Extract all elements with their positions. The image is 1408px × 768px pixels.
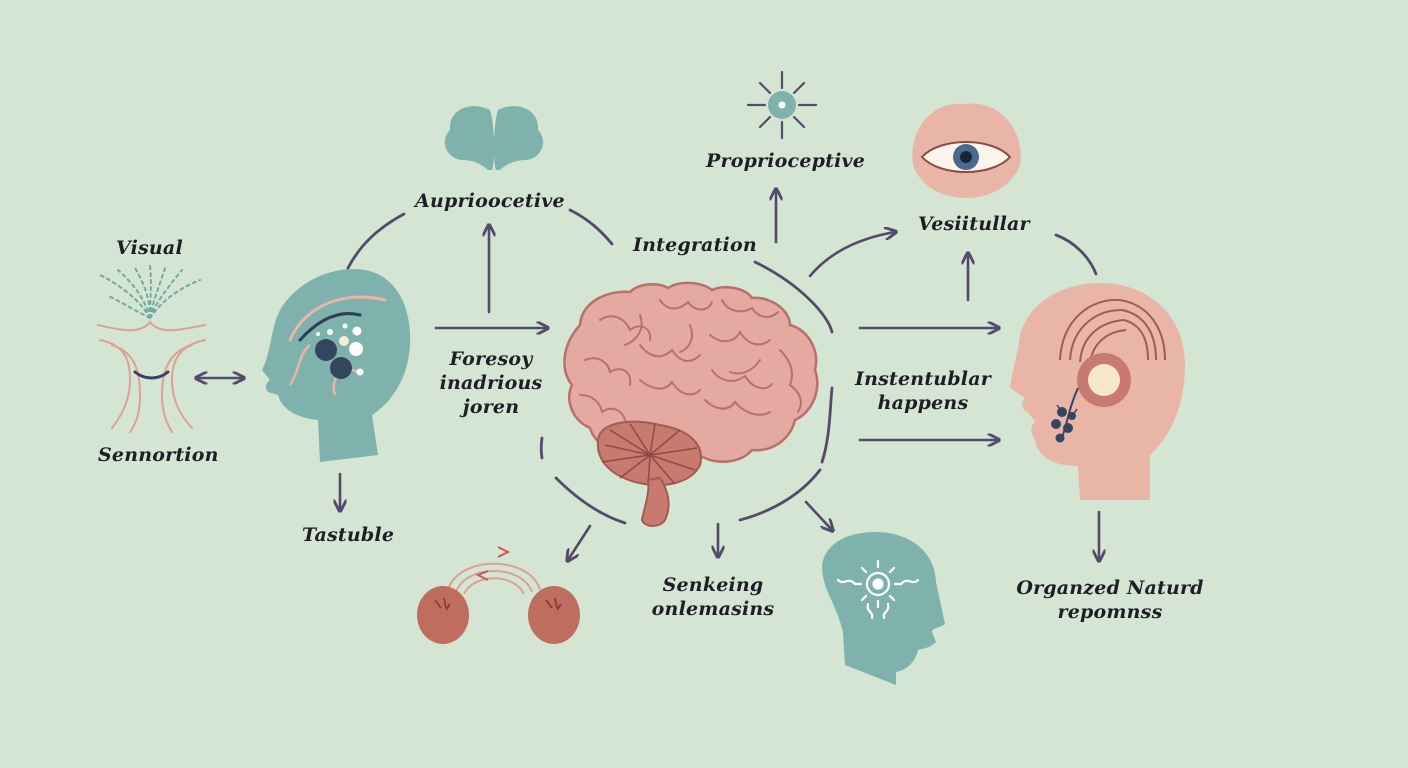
label-proprioceptive: Proprioceptive <box>706 150 866 172</box>
head-with-gear-icon <box>822 532 945 685</box>
label-foresoy-line2: inadrious <box>439 372 543 394</box>
label-visual: Visual <box>116 237 183 259</box>
label-organized: Organzed Naturd repomnss <box>1016 576 1203 624</box>
head-with-ear-icon <box>1010 283 1185 500</box>
label-foresoy: Foresoy inadrious joren <box>440 347 543 419</box>
sun-icon <box>746 70 818 140</box>
label-sennortion: Sennortion <box>98 444 219 466</box>
connector-lines <box>346 208 1098 525</box>
label-senkeing: Senkeing onlemasins <box>652 573 775 621</box>
label-foresoy-line3: joren <box>462 396 520 418</box>
label-tastuble: Tastuble <box>302 524 395 546</box>
arrow-down-organs <box>568 524 592 560</box>
label-organized-line2: repomnss <box>1057 601 1163 623</box>
arrow-curve-vesiitullar <box>808 232 895 278</box>
label-instentublar: Instentublar happens <box>855 367 991 415</box>
label-instentublar-line2: happens <box>877 392 969 414</box>
organ-pair-icon <box>417 546 580 644</box>
flow-arrows <box>197 190 1099 560</box>
label-vesiitullar: Vesiitullar <box>918 213 1030 235</box>
label-foresoy-line1: Foresoy <box>449 348 533 370</box>
arrow-down-gear-head <box>804 500 832 530</box>
visual-pathway-icon <box>97 265 206 433</box>
brain-icon <box>563 281 819 527</box>
label-integration: Integration <box>633 234 757 256</box>
label-senkeing-line2: onlemasins <box>651 598 775 620</box>
head-profile-icon <box>262 269 411 462</box>
label-organized-line1: Organzed Naturd <box>1016 577 1204 599</box>
eye-icon <box>912 103 1021 198</box>
clover-icon <box>444 106 544 170</box>
label-auprioocetive: Auprioocetive <box>415 190 565 212</box>
label-instentublar-line1: Instentublar <box>855 368 991 390</box>
label-senkeing-line1: Senkeing <box>662 574 764 596</box>
